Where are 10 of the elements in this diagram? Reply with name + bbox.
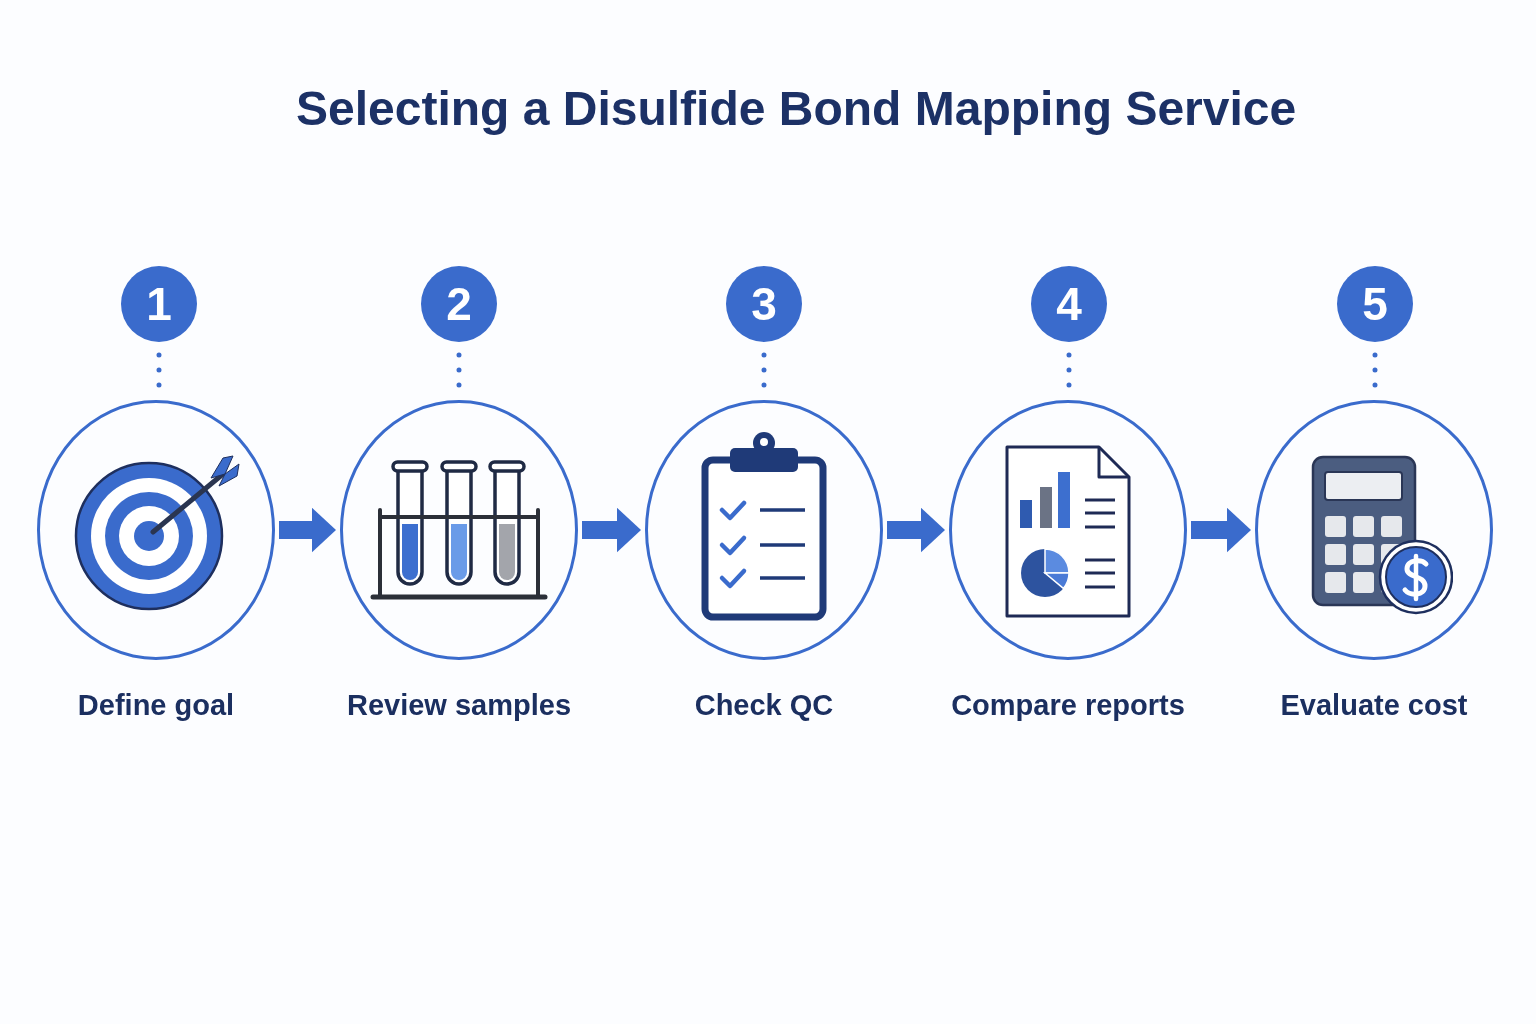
step-label: Compare reports [951,688,1185,723]
step-label: Define goal [77,688,235,723]
arrow [887,507,945,553]
arrow [1191,507,1251,553]
step-label: Check QC [694,688,834,723]
step-label: Review samples [346,688,572,723]
step-label: Evaluate cost [1280,688,1468,723]
arrow [279,507,336,553]
title: Selecting a Disulfide Bond Mapping Service [296,81,1297,137]
arrow [582,507,641,553]
